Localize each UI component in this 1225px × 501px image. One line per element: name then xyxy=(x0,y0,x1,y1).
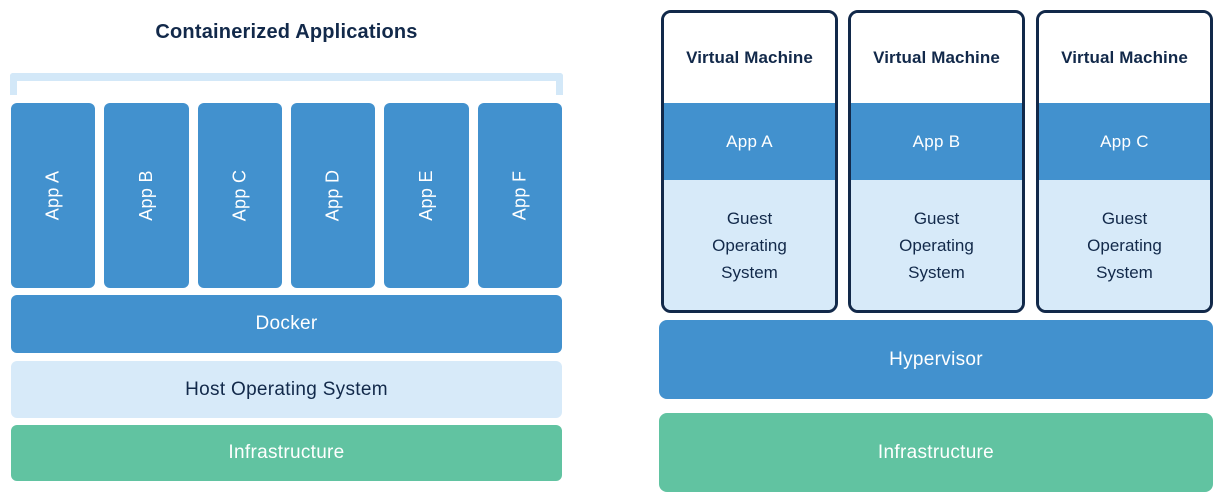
vm-guest-os-label: Guest Operating System xyxy=(712,208,787,282)
container-app-a: App A xyxy=(11,103,96,288)
virtual-machine-box-2: Virtual Machine App B Guest Operating Sy… xyxy=(848,10,1025,313)
container-app-label: App F xyxy=(509,170,530,221)
vm-app-layer: App C xyxy=(1039,103,1210,180)
container-app-label: App E xyxy=(415,170,436,221)
container-app-d: App D xyxy=(290,103,376,288)
vm-app-layer: App A xyxy=(664,103,835,180)
virtual-machine-box-3: Virtual Machine App C Guest Operating Sy… xyxy=(1036,10,1213,313)
vm-guest-os-layer: Guest Operating System xyxy=(851,180,1022,310)
container-apps-row: App A App B App C App D App E App F xyxy=(11,103,562,288)
vm-guest-os-layer: Guest Operating System xyxy=(1039,180,1210,310)
virtual-machine-box-1: Virtual Machine App A Guest Operating Sy… xyxy=(661,10,838,313)
vm-title: Virtual Machine xyxy=(1039,13,1210,103)
vm-title: Virtual Machine xyxy=(664,13,835,103)
vm-guest-os-label: Guest Operating System xyxy=(899,208,974,282)
container-app-b: App B xyxy=(104,103,189,288)
vm-guest-os-layer: Guest Operating System xyxy=(664,180,835,310)
infrastructure-layer-right: Infrastructure xyxy=(659,413,1213,492)
container-app-label: App A xyxy=(42,170,63,221)
host-os-layer: Host Operating System xyxy=(11,361,562,418)
container-app-label: App D xyxy=(322,169,343,222)
infrastructure-layer-left: Infrastructure xyxy=(11,425,562,481)
vm-guest-os-label: Guest Operating System xyxy=(1087,208,1162,282)
container-app-c: App C xyxy=(197,103,282,288)
containers-title: Containerized Applications xyxy=(155,21,418,43)
container-app-label: App C xyxy=(229,169,250,222)
containers-bracket xyxy=(10,73,563,95)
vm-app-layer: App B xyxy=(851,103,1022,180)
vm-title: Virtual Machine xyxy=(851,13,1022,103)
container-app-e: App E xyxy=(384,103,469,288)
hypervisor-layer: Hypervisor xyxy=(659,320,1213,399)
container-app-f: App F xyxy=(477,103,562,288)
docker-layer: Docker xyxy=(11,295,562,353)
container-app-label: App B xyxy=(135,170,156,221)
